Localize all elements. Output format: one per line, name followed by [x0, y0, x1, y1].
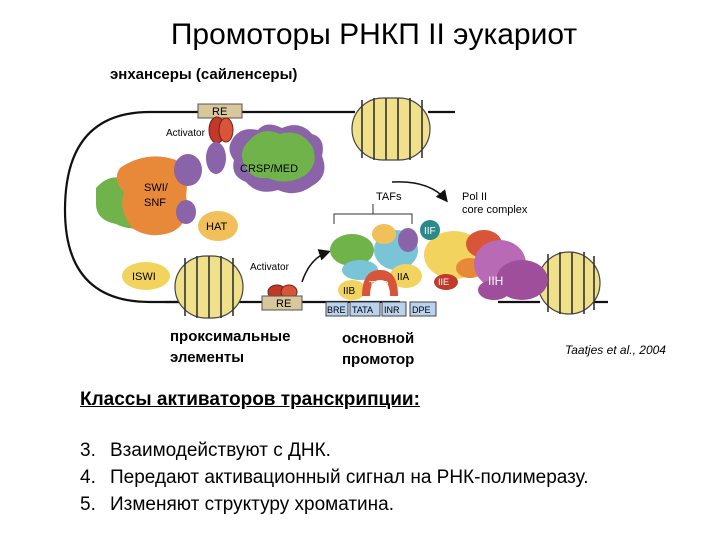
iih-label: IIH: [488, 274, 503, 288]
hat-label: HAT: [206, 221, 227, 233]
core-promoter-label: основной промотор: [342, 328, 414, 370]
re-label-top: RE: [212, 106, 227, 118]
iie-label: IIE: [438, 277, 449, 287]
inr-label: INR: [384, 305, 400, 315]
iif-blob: [420, 220, 440, 240]
citation: Taatjes et al., 2004: [565, 343, 666, 357]
swi-snf-label-2: SNF: [144, 197, 166, 209]
re-label-bottom: RE: [276, 298, 291, 310]
activator-classes-list: 3. Взаимодействуют с ДНК. 4. Передают акти…: [80, 440, 589, 521]
arrow-to-tafs: [301, 249, 331, 283]
iih-complex: [474, 240, 548, 300]
tafs-label: TAFs: [376, 191, 402, 203]
iswi-blob: [122, 262, 170, 290]
proximal-elements-label: проксимальные элементы: [170, 326, 290, 368]
tafs-bracket: [333, 204, 413, 224]
core-label-line-2: промотор: [342, 351, 415, 368]
proximal-label-line-1: проксимальные: [170, 328, 291, 345]
list-item-text: Передают активационный сигнал на РНК-пол…: [110, 467, 589, 488]
pol2-label-1: Pol II: [462, 191, 487, 203]
list-item-number: 5.: [80, 494, 96, 515]
dpe-label: DPE: [412, 305, 431, 315]
list-item: 5. Изменяют структуру хроматина.: [80, 494, 589, 521]
activator-top-b: [218, 117, 234, 143]
list-item-text: Изменяют структуру хроматина.: [110, 494, 395, 515]
activator-label-top: Activator: [166, 128, 206, 139]
list-item-text: Взаимодействуют с ДНК.: [110, 440, 331, 461]
bre-label: BRE: [327, 305, 346, 315]
classes-heading: Классы активаторов транскрипции:: [80, 389, 420, 410]
swi-snf-label-1: SWI/: [144, 182, 169, 194]
core-label-line-1: основной: [342, 330, 415, 347]
crsp-med-label: CRSP/MED: [240, 163, 298, 175]
hat-blob: [198, 211, 238, 241]
iif-label: IIF: [424, 226, 436, 237]
list-item: 3. Взаимодействуют с ДНК.: [80, 440, 589, 467]
arrow-to-pol2: [391, 181, 448, 203]
promoter-elements: [325, 301, 437, 317]
re-box-bottom: [261, 295, 303, 311]
tbp-label: TBP: [369, 280, 389, 291]
tbp-saddle: [362, 270, 398, 296]
swi-snf-complex: [96, 154, 202, 236]
list-item-number: 4.: [80, 467, 96, 488]
pol2-label-2: core complex: [462, 204, 528, 216]
iia-blob: [390, 264, 422, 288]
iie-blob: [434, 274, 458, 290]
nucleosome-bottom-left: [174, 255, 244, 319]
crsp-med-complex: [206, 124, 325, 194]
tata-label: TATA: [352, 305, 373, 315]
list-item-number: 3.: [80, 440, 96, 461]
iib-blob: [338, 280, 366, 300]
activator-label-bottom: Activator: [250, 262, 290, 273]
proximal-label-line-2: элементы: [170, 349, 245, 366]
iia-label: IIA: [397, 272, 410, 283]
page-title: Промоторы РНКП II эукариот: [170, 18, 578, 51]
list-item: 4. Передают активационный сигнал на РНК-п…: [80, 467, 589, 494]
enhancer-label: энхансеры (сайленсеры): [110, 66, 298, 83]
nucleosome-top: [351, 97, 431, 161]
iib-label: IIB: [343, 286, 356, 297]
iswi-label: ISWI: [132, 271, 156, 283]
